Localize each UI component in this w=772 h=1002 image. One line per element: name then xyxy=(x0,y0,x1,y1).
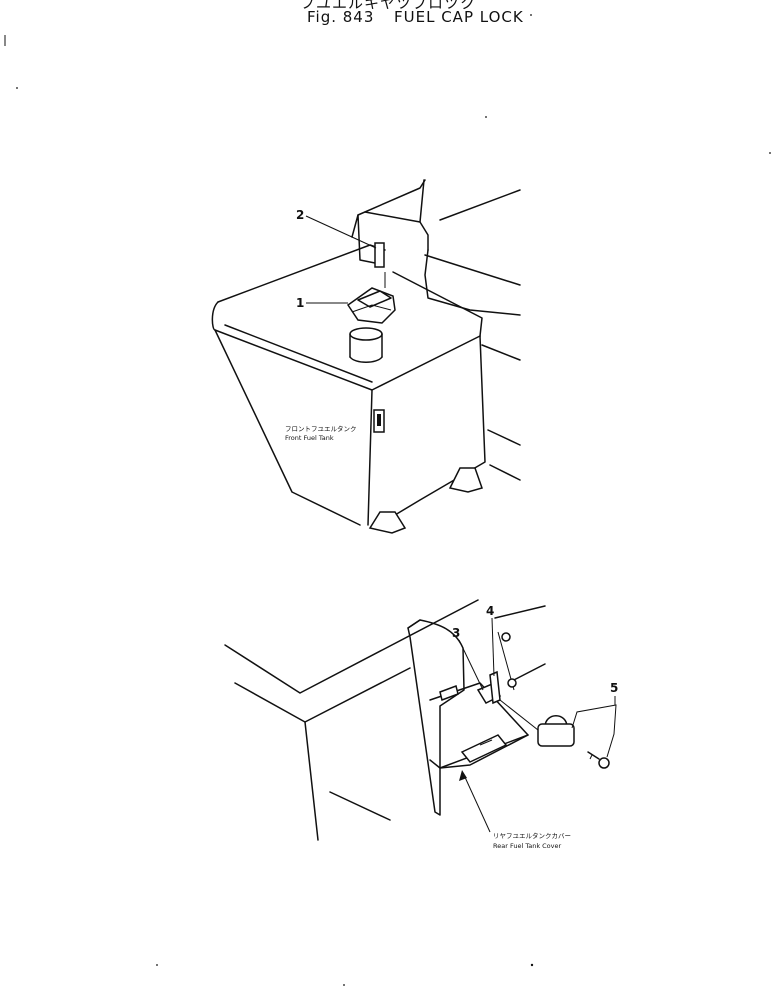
rear-fuel-tank-cover xyxy=(224,599,610,841)
rear-cover-leader xyxy=(459,770,491,833)
figure-title: FUEL CAP LOCK xyxy=(394,8,524,26)
cover-hinge xyxy=(460,734,508,763)
leader-line xyxy=(305,215,377,249)
leader-line xyxy=(491,617,495,677)
callout-number: 1 xyxy=(296,296,304,310)
figure-number: Fig. 843 xyxy=(307,8,374,26)
callout-number: 3 xyxy=(452,626,460,640)
front-tank-label-jp: フロントフユエルタンク xyxy=(285,424,357,433)
rear-cover-label-jp: リヤフユエルタンクカバー xyxy=(493,831,571,840)
padlock-body xyxy=(537,723,575,747)
callout-5: 5 xyxy=(571,681,618,758)
scan-specks xyxy=(16,14,771,986)
hasp xyxy=(374,242,385,268)
front-tank-label-en: Front Fuel Tank xyxy=(285,434,334,442)
callout-number: 5 xyxy=(610,681,618,695)
callout-number: 4 xyxy=(486,604,494,618)
callout-2: 2 xyxy=(296,208,377,249)
title-japanese: フユエルキヤツプロツク xyxy=(300,0,476,12)
rear-cover-label-en: Rear Fuel Tank Cover xyxy=(493,842,562,850)
callout-number: 2 xyxy=(296,208,304,222)
front-foot xyxy=(368,511,407,534)
front-fuel-tank xyxy=(211,179,521,534)
callout-1: 1 xyxy=(296,296,348,310)
key xyxy=(598,757,610,769)
callout-4: 4 xyxy=(486,604,495,677)
leader-line xyxy=(458,639,484,691)
rear-foot xyxy=(448,467,483,493)
callout-3: 3 xyxy=(452,626,484,691)
group-bracket xyxy=(571,704,617,758)
